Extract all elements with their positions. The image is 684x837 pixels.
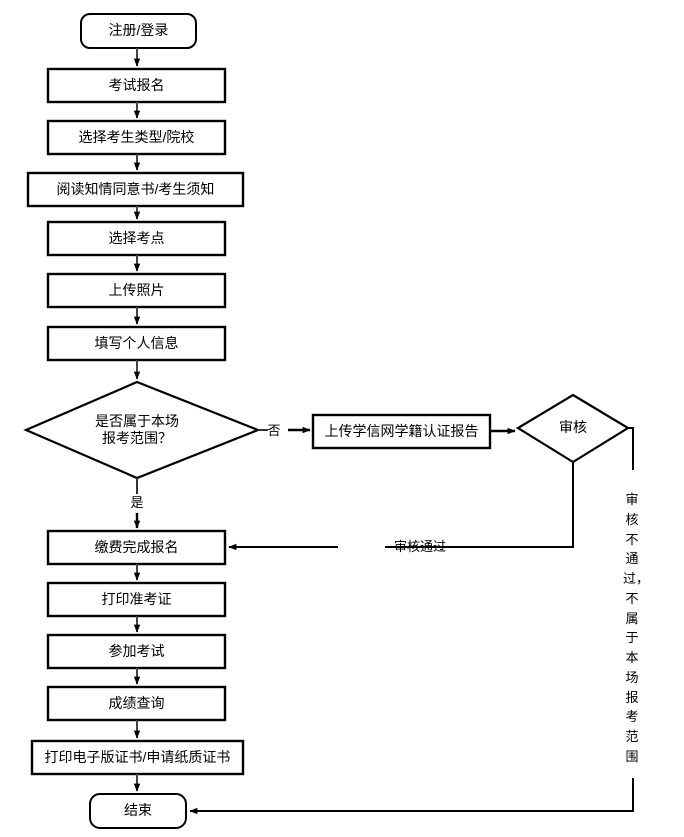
node-shape-choose-site [46, 220, 227, 257]
node-shape-signup [46, 67, 227, 104]
node-shape-start [80, 13, 197, 49]
node-shape-upload-cert [311, 413, 492, 450]
node-shape-review [515, 393, 631, 464]
node-shape-take-exam [46, 633, 227, 670]
node-shape-fill-info [46, 325, 227, 362]
edge-review-fail-to-end [628, 427, 634, 470]
edge-review-pass-to-pay [385, 462, 574, 548]
node-shape-end [89, 793, 187, 829]
node-shape-upload-photo [46, 272, 227, 309]
node-shape-choose-type [46, 119, 227, 156]
node-shape-print-ticket [46, 581, 227, 618]
edge-review-fail-vertical-lower [189, 778, 634, 815]
node-shape-get-cert [30, 739, 245, 776]
node-shape-scope-check [23, 380, 261, 480]
node-shape-pay [46, 529, 227, 566]
node-shape-check-score [46, 685, 227, 722]
node-shape-read-notice [26, 171, 245, 208]
